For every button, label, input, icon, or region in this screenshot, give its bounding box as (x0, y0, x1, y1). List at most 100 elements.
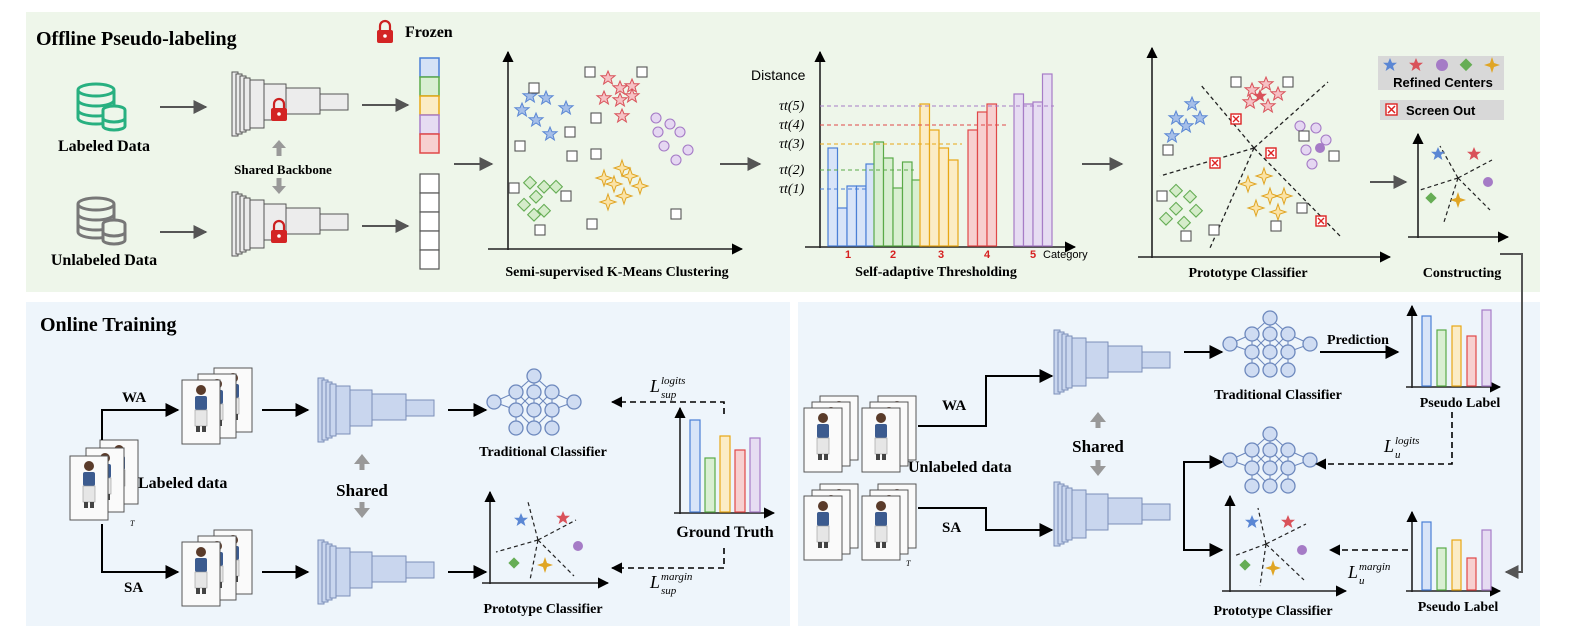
shared-arrow-left-up (354, 454, 370, 464)
arrow-wa-left (101, 403, 180, 440)
legend-screen-out: Screen Out (1406, 103, 1476, 118)
arrow-sa-to-traditional-right (1183, 455, 1224, 510)
ground-truth-chart (674, 406, 776, 519)
threshold-bar-3-2 (928, 129, 940, 247)
threshold-bar-1-4 (855, 185, 867, 247)
prototype-caption-offline: Prototype Classifier (1188, 266, 1307, 281)
threshold-bar-1-2 (836, 207, 848, 247)
labeled-feature-vector (419, 57, 440, 154)
pseudo-label-top-bar-1 (1421, 315, 1432, 387)
pseudo-label-bottom: Pseudo Label (1418, 600, 1499, 615)
legend: Refined Centers Screen Out (1378, 56, 1504, 120)
ground-truth-bar-4 (734, 449, 746, 513)
threshold-bar-5-1 (1013, 93, 1025, 247)
pseudo-label-top: Pseudo Label (1420, 396, 1501, 411)
pseudo-label-bottom-bar-2 (1436, 547, 1447, 591)
pseudo-label-bottom-bar-5 (1481, 529, 1492, 591)
unlabeled-strong-clips: T (803, 483, 917, 568)
threshold-bar-4-3 (986, 103, 998, 247)
arrow-wa-right (918, 369, 1054, 427)
loss-margin-sup-subscript: sup (661, 585, 677, 597)
threshold-chart: Distance τt(5) τt(4) τt(3) τt(2) τt(1) 1… (751, 50, 1088, 261)
wa-label-left: WA (122, 390, 146, 406)
loss-u-logits: L (1383, 436, 1394, 456)
ground-truth-bar-3 (719, 435, 731, 513)
shared-arrow-left-down (354, 508, 370, 518)
threshold-bar-1-3 (846, 185, 858, 247)
shared-arrow-right-up (1090, 412, 1106, 422)
threshold-bar-4-2 (976, 111, 988, 247)
prototype-classifier-plot-left (482, 490, 610, 589)
pseudo-label-chart-top (1406, 304, 1502, 393)
t-label-left: T (130, 519, 135, 528)
threshold-bar-2-2 (882, 157, 894, 247)
prototype-classifier-label-right: Prototype Classifier (1213, 604, 1332, 619)
ground-truth-bar-1 (689, 419, 701, 513)
traditional-classifier-label-right: Traditional Classifier (1214, 388, 1342, 403)
prototype-classifier-plot-right (1222, 494, 1348, 597)
category-5: 5 (1030, 249, 1036, 261)
screen-out-markers (1209, 113, 1327, 227)
sa-label-left: SA (124, 580, 143, 596)
pseudo-label-bottom-bar-4 (1466, 557, 1477, 591)
category-1: 1 (845, 249, 851, 261)
pseudo-label-bottom-bar-1 (1421, 521, 1432, 591)
t-label-right: T (906, 559, 911, 568)
pseudo-label-top-bar-5 (1481, 309, 1492, 387)
unlabeled-feature-vector (419, 173, 440, 270)
unlabeled-data-online-label: Unlabeled data (908, 459, 1012, 476)
loss-logits-sup-arrow (610, 396, 725, 414)
pseudo-label-top-bar-4 (1466, 335, 1477, 387)
pseudo-label-chart-bottom (1406, 510, 1502, 597)
ground-truth-label: Ground Truth (676, 524, 773, 541)
loss-u-margin-superscript: margin (1359, 561, 1391, 573)
threshold-bar-2-1 (873, 141, 885, 247)
prediction-label: Prediction (1327, 333, 1389, 348)
prototype-classifier-label-left: Prototype Classifier (483, 602, 602, 617)
labeled-data-label: Labeled Data (58, 138, 150, 155)
threshold-bar-5-2 (1022, 103, 1034, 247)
loss-u-logits-arrow (1314, 412, 1453, 470)
threshold-ylabel: Distance (751, 67, 806, 83)
loss-u-logits-superscript: logits (1395, 435, 1419, 447)
labeled-data-online-label: Labeled data (138, 475, 227, 492)
shared-backbone-label: Shared Backbone (234, 162, 332, 177)
threshold-bar-1-1 (827, 147, 839, 247)
loss-margin-sup: L (649, 572, 660, 592)
arrow-sa-left (101, 524, 180, 579)
database-icon-labeled (76, 82, 127, 132)
threshold-xlabel: Category (1043, 249, 1088, 261)
pseudo-label-bottom-bar-3 (1451, 539, 1462, 591)
tau-label-3: τt(3) (779, 137, 805, 152)
threshold-bar-5-4 (1041, 73, 1053, 247)
arrow-constructing-to-pseudo-label (1500, 253, 1523, 579)
threshold-bar-5-3 (1032, 101, 1044, 247)
unlabeled-data-label: Unlabeled Data (51, 252, 157, 269)
shared-arrow-right-down (1090, 466, 1106, 476)
frozen-label: Frozen (405, 24, 453, 41)
shared-label-right: Shared (1072, 437, 1124, 456)
sa-label-right: SA (942, 520, 961, 536)
category-3: 3 (938, 249, 944, 261)
shared-label-left: Shared (336, 481, 388, 500)
arrow-sa-to-prototype-right (1183, 510, 1224, 557)
tau-label-4: τt(4) (779, 118, 805, 133)
ground-truth-bar-5 (749, 437, 761, 513)
threshold-caption: Self-adaptive Thresholding (855, 265, 1017, 280)
category-4: 4 (984, 249, 991, 261)
pseudo-label-top-bar-2 (1436, 329, 1447, 387)
labeled-data-clips: T (69, 439, 139, 528)
offline-panel (26, 12, 1540, 292)
kmeans-plot (488, 50, 744, 255)
wa-label-right: WA (942, 398, 966, 414)
arrow-sa-right (918, 507, 1054, 537)
constructing-caption: Constructing (1423, 266, 1502, 281)
ground-truth-bar-2 (704, 457, 716, 513)
constructing-plot (1408, 132, 1510, 243)
loss-margin-sup-arrow (610, 548, 725, 574)
threshold-bar-2-4 (901, 161, 913, 247)
offline-title: Offline Pseudo-labeling (36, 28, 237, 50)
threshold-bar-3-3 (938, 147, 950, 247)
tau-label-2: τt(2) (779, 163, 805, 178)
